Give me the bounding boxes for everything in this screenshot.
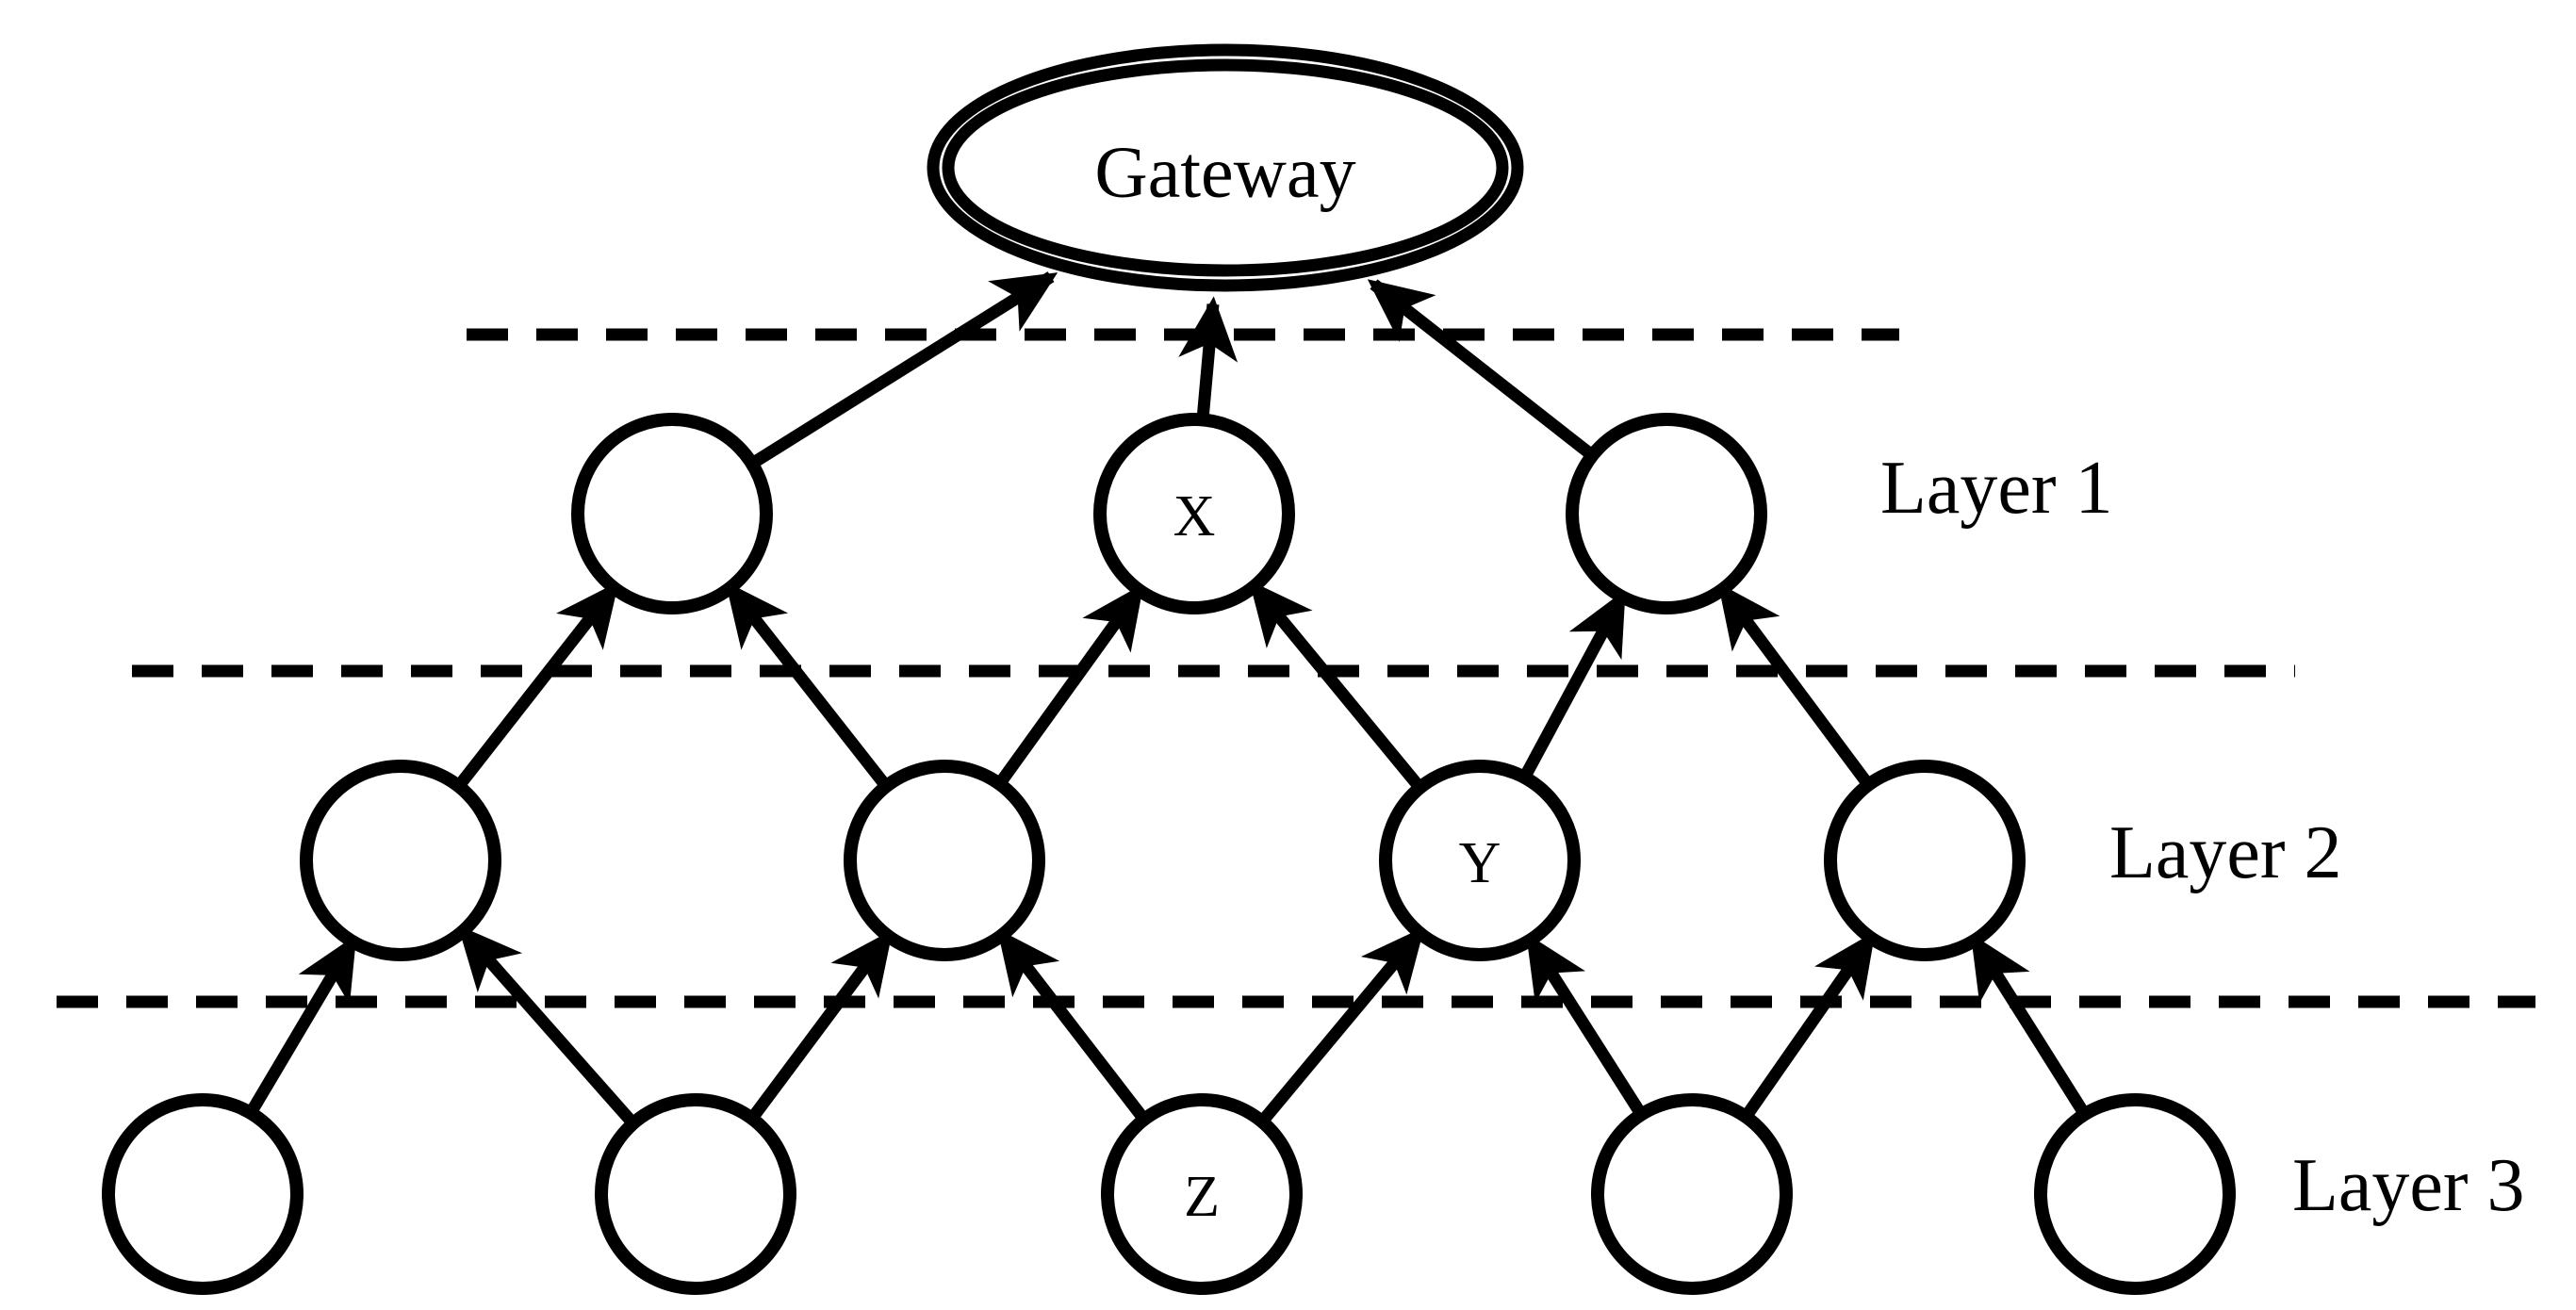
- e-l3n2-l2n1: [457, 925, 638, 1128]
- node-label-l3-n3: Z: [1184, 1165, 1220, 1229]
- node-l1-n3[interactable]: [1566, 413, 1767, 614]
- gateway-inner-ellipse: [942, 58, 1509, 277]
- e-l3n4-l2n3: [1525, 933, 1647, 1119]
- node-l1-n1[interactable]: [571, 413, 773, 614]
- node-circle-l2-n2[interactable]: [844, 760, 1045, 961]
- node-circle-l1-n1[interactable]: [571, 413, 773, 614]
- e-l2n2-l1n2: [994, 583, 1144, 788]
- gateway-label: Gateway: [1094, 131, 1355, 213]
- e-l3n4-l2n4: [1740, 931, 1877, 1121]
- node-l2-n1[interactable]: [300, 760, 501, 961]
- node-l3-n5[interactable]: [2034, 1093, 2236, 1295]
- e-l2n3-l1n3: [1518, 589, 1628, 781]
- layer-3-label: Layer 3: [2292, 1144, 2525, 1227]
- e-l2n2-l1n1: [725, 581, 892, 791]
- e-l2n1-l1n1: [453, 581, 619, 791]
- node-circle-l3-n4[interactable]: [1591, 1093, 1793, 1295]
- node-l3-n1[interactable]: [102, 1093, 304, 1295]
- e-l1n2-gateway: [1178, 296, 1239, 420]
- e-l3n3-l2n3: [1257, 926, 1425, 1126]
- node-l2-n2[interactable]: [844, 760, 1045, 961]
- e-l1n3-gateway: [1367, 279, 1597, 461]
- node-l3-n4[interactable]: [1591, 1093, 1793, 1295]
- node-l2-n4[interactable]: [1824, 760, 2026, 961]
- node-label-l2-n3: Y: [1459, 831, 1501, 895]
- e-l3n3-l2n2: [996, 928, 1150, 1123]
- nodes-group: X Y Z: [102, 413, 2236, 1295]
- node-circle-l1-n2[interactable]: [1093, 413, 1295, 614]
- node-l3-n3[interactable]: Z: [1101, 1093, 1303, 1295]
- node-circle-l2-n3[interactable]: [1379, 760, 1581, 961]
- layer-2-label: Layer 2: [2109, 811, 2342, 894]
- node-circle-l2-n1[interactable]: [300, 760, 501, 961]
- e-l2n3-l1n2: [1249, 580, 1425, 792]
- node-circle-l3-n3[interactable]: [1101, 1093, 1303, 1295]
- node-circle-l3-n2[interactable]: [595, 1093, 796, 1295]
- node-circle-l2-n4[interactable]: [1824, 760, 2026, 961]
- e-l3n2-l2n2: [747, 929, 894, 1122]
- layer-dividers-group: [57, 328, 2535, 1008]
- node-circle-l3-n5[interactable]: [2034, 1093, 2236, 1295]
- node-circle-l1-n3[interactable]: [1566, 413, 1767, 614]
- e-l3n5-l2n4: [1969, 933, 2091, 1118]
- layer-labels-group: Layer 1 Layer 2 Layer 3: [1880, 447, 2525, 1227]
- node-label-l1-n2: X: [1173, 484, 1216, 549]
- node-circle-l3-n1[interactable]: [102, 1093, 304, 1295]
- e-l2n4-l1n3: [1717, 582, 1874, 789]
- node-l1-n2[interactable]: X: [1093, 413, 1295, 614]
- e-l3n1-l2n1: [245, 934, 358, 1117]
- layer-1-label: Layer 1: [1880, 447, 2113, 530]
- edges-group: [245, 271, 2091, 1128]
- gateway-node[interactable]: Gateway: [927, 43, 1524, 292]
- node-l2-n3[interactable]: Y: [1379, 760, 1581, 961]
- e-l1n1-gateway: [748, 271, 1058, 469]
- node-l3-n2[interactable]: [595, 1093, 796, 1295]
